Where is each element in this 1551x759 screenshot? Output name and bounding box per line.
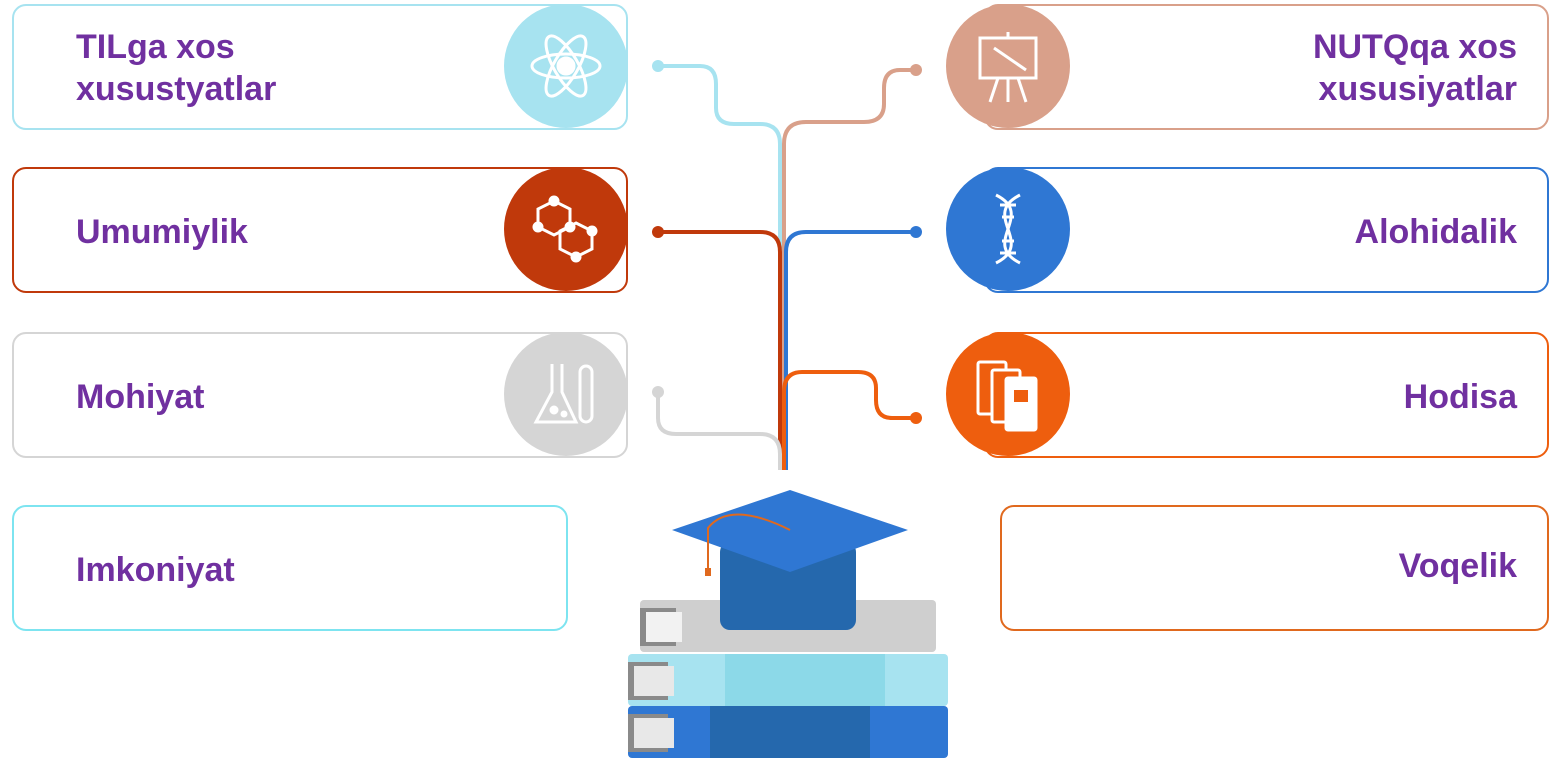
card-label: Voqelik [1398,547,1517,585]
card-label: Imkoniyat [76,551,235,589]
card-voqelik: Voqelik [1000,505,1549,631]
graduation-cap-books-icon [628,490,948,758]
atom-icon [504,4,628,128]
card-label: TILga xos xusustyatlar [76,28,277,108]
flask-icon [504,332,628,456]
card-label: Mohiyat [76,378,205,416]
card-alohidalik: Alohidalik [984,167,1549,293]
card-nutq: NUTQqa xos xususiyatlar [984,4,1549,130]
dna-icon [946,167,1070,291]
easel-icon [946,4,1070,128]
molecule-icon [504,167,628,291]
card-imkoniyat: Imkoniyat [12,505,568,631]
card-label: Alohidalik [1354,213,1517,251]
card-label: Hodisa [1403,378,1517,416]
card-label: Umumiylik [76,213,248,251]
card-label: NUTQqa xos xususiyatlar [1312,28,1517,108]
card-hodisa: Hodisa [984,332,1549,458]
books-icon [946,332,1070,456]
